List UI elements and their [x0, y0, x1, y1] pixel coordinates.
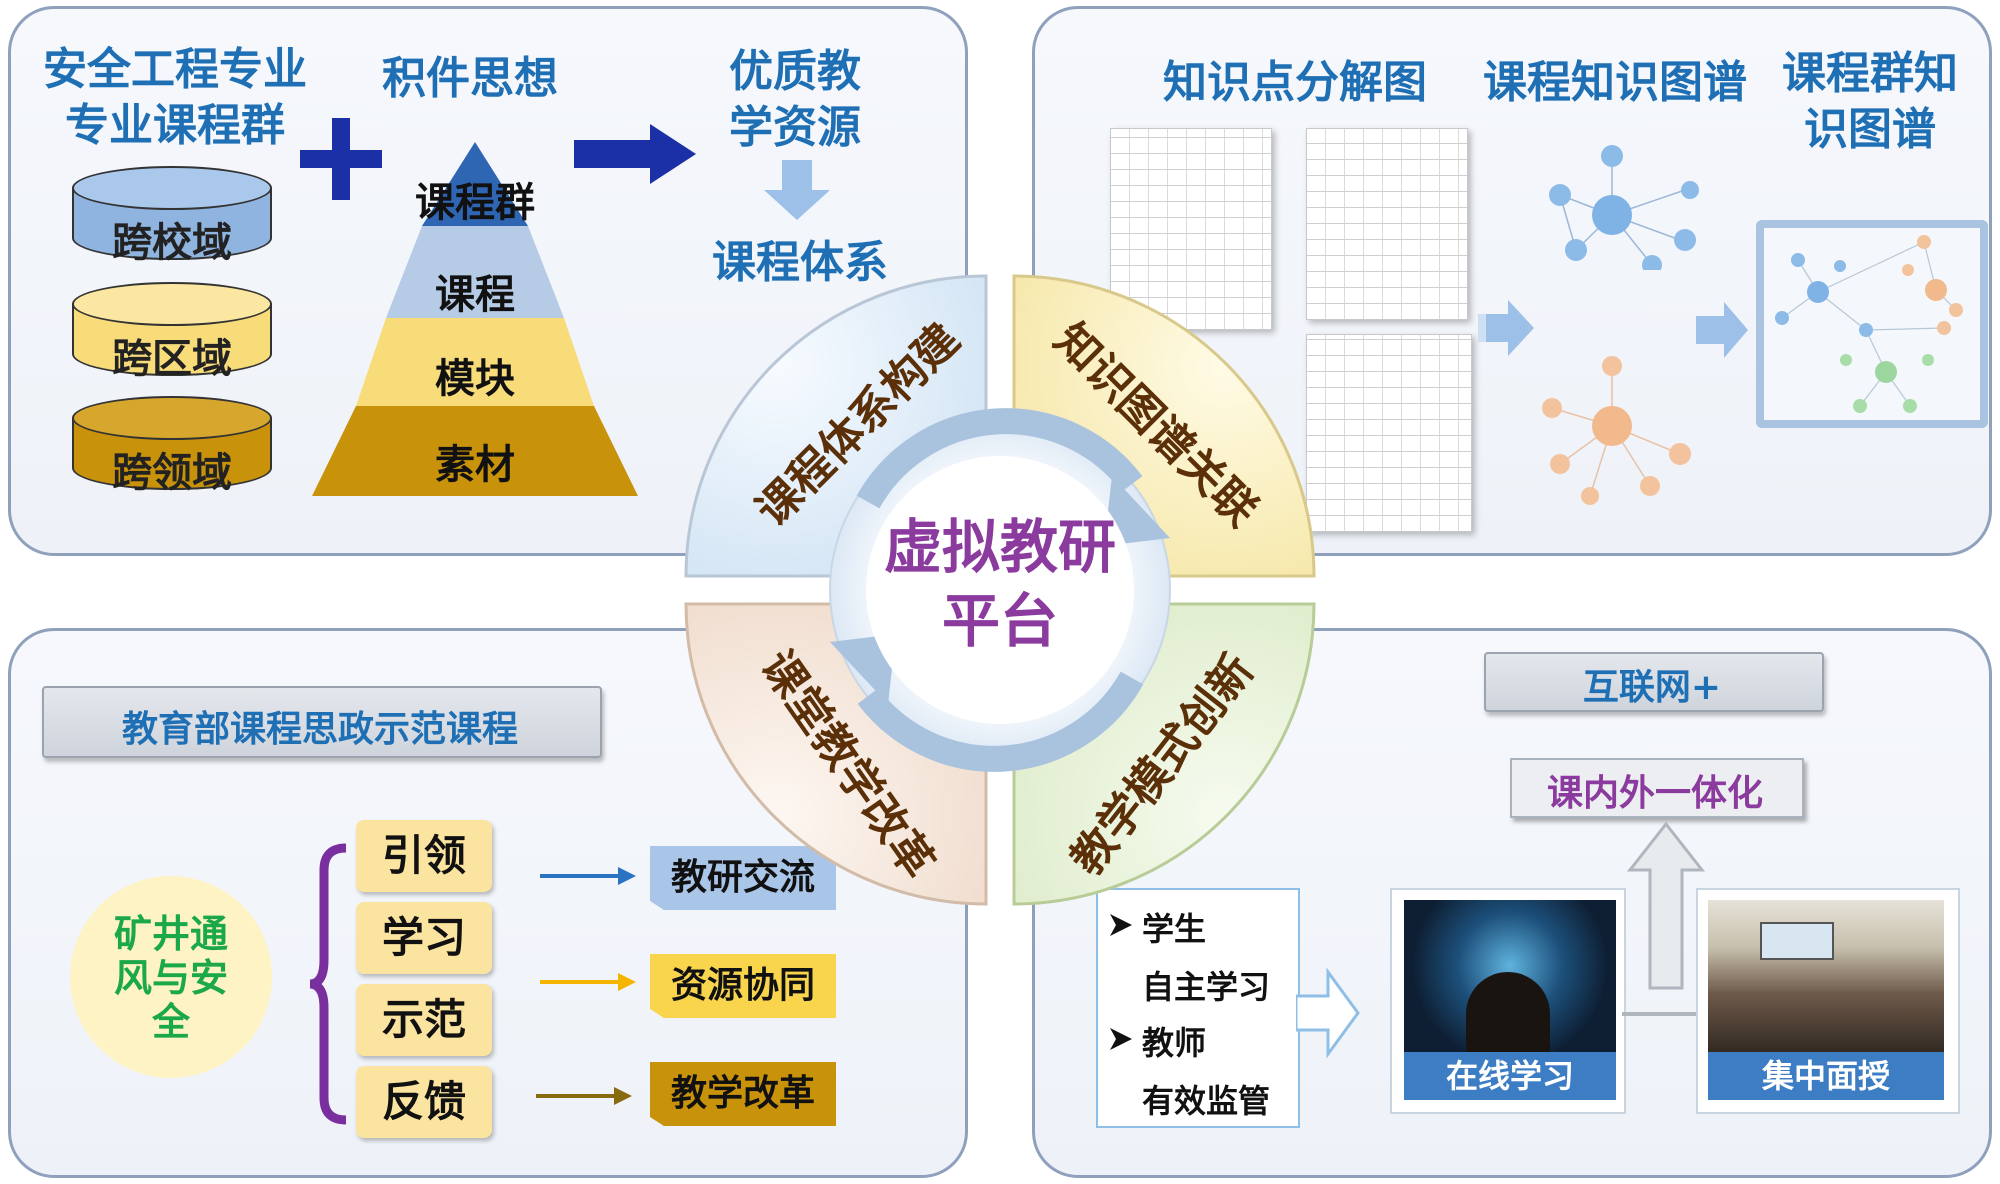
right-arrow-icon	[540, 973, 636, 991]
cycle-arrows-icon	[856, 408, 1144, 772]
network-graph-icon	[1775, 235, 1963, 413]
right-arrow-icon	[574, 124, 696, 184]
plus-icon	[300, 118, 382, 200]
right-arrow-icon	[536, 1087, 632, 1105]
course-name: 矿井通风与安全	[113, 912, 228, 1044]
role-lead: 引领	[356, 820, 492, 892]
outcome-teaching-reform: 教学改革	[650, 1062, 836, 1126]
internet-plus-banner	[1484, 652, 1824, 712]
network-graph-icon	[1542, 356, 1691, 505]
bullet-student: 学生	[1142, 910, 1207, 948]
demo-course-banner	[42, 686, 602, 758]
course-circle	[70, 876, 272, 1078]
down-arrow-icon	[764, 160, 830, 220]
integration-text: 课内外一体化	[1546, 773, 1763, 814]
role-feedback: 反馈	[356, 1066, 492, 1138]
domain-cross-field: 跨领域	[72, 396, 272, 508]
curriculum-system-label: 课程体系	[712, 237, 888, 288]
right-arrow-icon	[1478, 300, 1534, 356]
decomposition-table-2	[1306, 128, 1468, 320]
pyramid	[312, 142, 638, 496]
pyramid-level-course-group: 课程群	[415, 180, 535, 226]
demo-course-banner-text: 教育部课程思政示范课程	[121, 709, 518, 750]
knowledge-decomposition-title: 知识点分解图	[1163, 57, 1427, 108]
domain-cross-region: 跨区域	[72, 282, 272, 394]
bullet-teacher: 教师	[1142, 1024, 1207, 1062]
network-graph-icon	[1549, 145, 1699, 270]
face-to-face-label: 集中面授	[1708, 1052, 1944, 1100]
decomposition-table-1	[1110, 128, 1272, 330]
course-group-graph-title: 课程群知识图谱	[1782, 48, 1958, 155]
quality-resources-title: 优质教学资源	[729, 46, 861, 153]
integration-box	[1510, 758, 1804, 818]
internet-plus-text: 互联网+	[1582, 667, 1722, 708]
course-knowledge-graph-title: 课程知识图谱	[1483, 57, 1747, 108]
pyramid-level-module: 模块	[435, 356, 515, 402]
pyramid-level-material: 素材	[435, 442, 515, 488]
pyramid-level-course: 课程	[435, 272, 515, 318]
bullet-teacher-detail: 有效监管	[1142, 1082, 1271, 1120]
brace-icon	[309, 843, 347, 1125]
role-demonstrate: 示范	[356, 984, 492, 1056]
domain-cross-school: 跨校域	[72, 166, 272, 278]
right-arrow-icon	[1296, 968, 1360, 1058]
learner-silhouette	[1466, 972, 1550, 1056]
up-arrow-icon	[1626, 822, 1706, 990]
platform-title: 虚拟教研平台	[883, 513, 1116, 655]
course-group-title: 安全工程专业专业课程群	[43, 44, 307, 151]
connector-line	[1622, 1012, 1702, 1016]
classroom-screen	[1760, 922, 1834, 960]
outcome-resource-synergy: 资源协同	[650, 954, 836, 1018]
right-arrow-icon	[1696, 302, 1748, 358]
central-wheel	[684, 274, 1316, 906]
decomposition-table-3	[1306, 334, 1472, 532]
online-learning-label: 在线学习	[1404, 1052, 1616, 1100]
bullet-student-detail: 自主学习	[1142, 968, 1271, 1006]
bullet-arrow-icon	[1110, 914, 1132, 936]
bullet-arrow-icon	[1110, 1028, 1132, 1050]
right-arrow-icon	[540, 867, 636, 885]
outcome-exchange: 教研交流	[650, 846, 836, 910]
role-learn: 学习	[356, 902, 492, 974]
modular-idea-title: 积件思想	[382, 53, 558, 104]
